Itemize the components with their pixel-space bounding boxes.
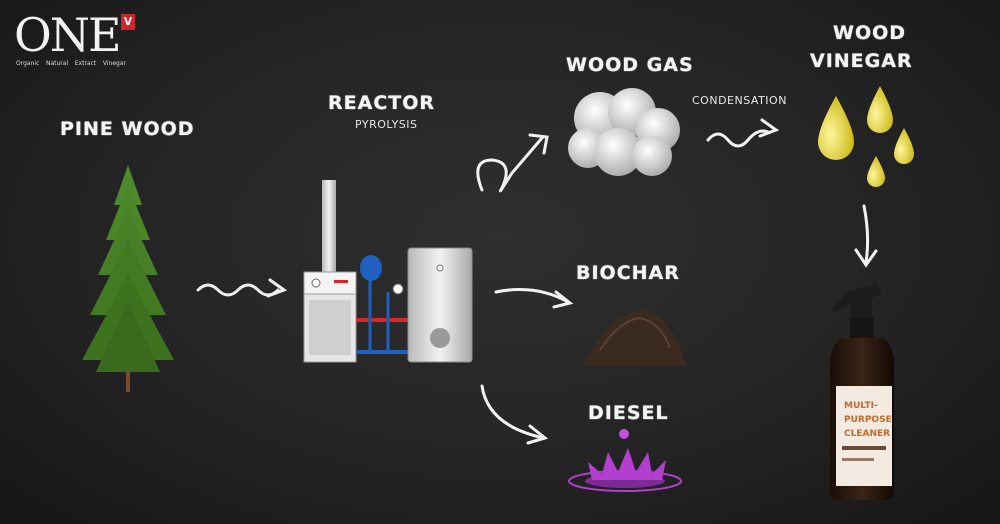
diesel-label: DIESEL bbox=[588, 402, 669, 424]
arrow-biochar-icon bbox=[494, 288, 574, 309]
brand-logo: ONE V Organic Natural Extract Vinegar bbox=[14, 12, 142, 74]
squiggle-arrow-icon bbox=[196, 278, 288, 298]
reactor-label: REACTOR bbox=[328, 92, 436, 114]
wood-gas-cloud-icon bbox=[568, 88, 680, 176]
pine-wood-label: PINE WOOD bbox=[60, 118, 195, 140]
pyrolysis-label: PYROLYSIS bbox=[355, 118, 418, 131]
brand-tagline: Organic Natural Extract Vinegar bbox=[16, 60, 126, 67]
condensation-arrow-icon bbox=[706, 118, 780, 148]
reactor-icon bbox=[303, 180, 473, 363]
wood-vinegar-label-line2: VINEGAR bbox=[810, 50, 913, 72]
tagline-word: Vinegar bbox=[102, 60, 126, 67]
condensation-label: CONDENSATION bbox=[692, 94, 787, 107]
tagline-word: Organic bbox=[16, 60, 40, 67]
bottle-label-line1: MULTI- bbox=[844, 401, 878, 411]
vinegar-drops-icon bbox=[818, 86, 914, 187]
biochar-label: BIOCHAR bbox=[576, 262, 680, 284]
biochar-pile-icon bbox=[582, 310, 686, 366]
brand-badge: V bbox=[121, 14, 135, 30]
diesel-splash-icon bbox=[568, 429, 682, 492]
bottle-label-line3: CLEANER bbox=[844, 429, 890, 439]
brand-name: ONE bbox=[14, 8, 122, 62]
pine-tree-icon bbox=[82, 165, 174, 392]
tagline-word: Natural bbox=[45, 60, 69, 67]
arrow-down-icon bbox=[854, 204, 878, 268]
tagline-word: Extract bbox=[74, 60, 97, 67]
arrow-diesel-icon bbox=[480, 384, 549, 445]
wood-gas-label: WOOD GAS bbox=[566, 54, 694, 76]
curly-arrow-icon bbox=[476, 133, 549, 193]
bottle-label-line2: PURPOSE bbox=[844, 415, 892, 425]
cleaner-bottle-icon: MULTI- PURPOSE CLEANER bbox=[830, 284, 894, 500]
wood-vinegar-label-line1: WOOD bbox=[833, 22, 907, 44]
